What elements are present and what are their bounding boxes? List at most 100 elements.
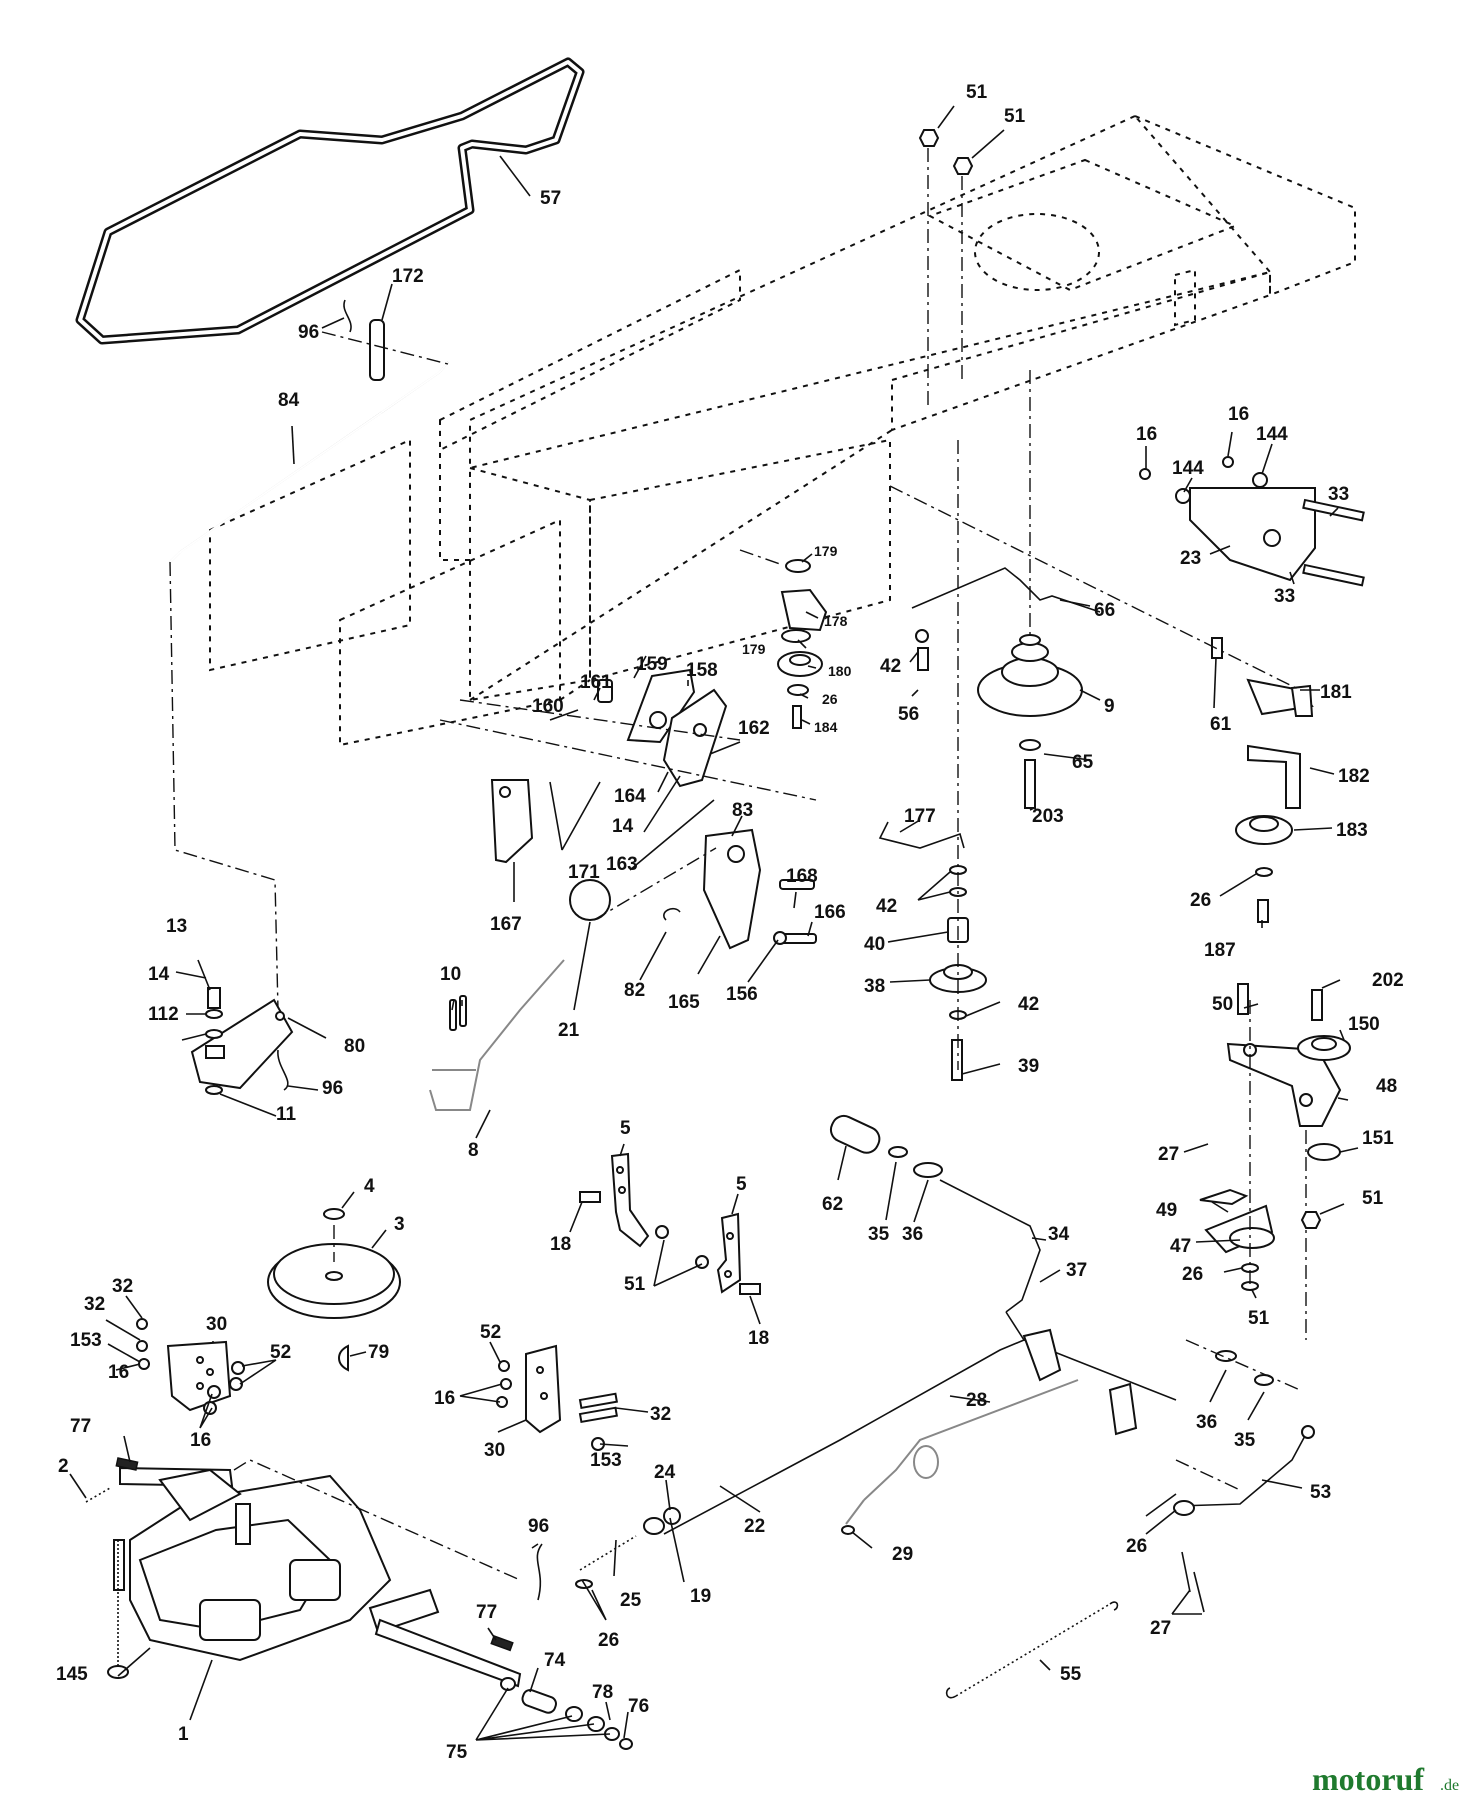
label-112: 112 [148,1004,179,1025]
label-42: 42 [1018,994,1039,1015]
label-38: 38 [864,976,885,997]
label-16: 16 [1228,404,1249,425]
idler-assembly-178 [739,549,828,729]
label-160: 160 [532,696,564,717]
label-62: 62 [822,1194,843,1215]
label-36: 36 [1196,1412,1217,1433]
label-27: 27 [1158,1144,1179,1165]
bracket-set-158 [439,668,817,950]
pulley-3 [267,1208,401,1372]
idler-stack-38 [878,440,987,1081]
label-96: 96 [322,1078,343,1099]
label-184: 184 [814,719,838,735]
label-65: 65 [1072,752,1094,773]
label-156: 156 [726,984,758,1005]
label-203: 203 [1032,806,1064,827]
label-80: 80 [344,1036,365,1057]
leader-lines [69,105,1359,1741]
label-35: 35 [1234,1430,1256,1451]
label-21: 21 [558,1020,580,1041]
label-182: 182 [1338,766,1370,787]
label-14: 14 [148,964,170,985]
watermark-suffix: .de [1440,1777,1459,1794]
label-181: 181 [1320,682,1352,703]
label-18: 18 [550,1234,571,1255]
label-26: 26 [822,691,838,707]
label-83: 83 [732,800,753,821]
label-25: 25 [620,1590,642,1611]
label-33: 33 [1274,586,1295,607]
pedal-shaft-34 [829,1114,1301,1436]
label-37: 37 [1066,1260,1087,1281]
label-178: 178 [824,613,848,629]
label-57: 57 [540,188,561,209]
label-159: 159 [636,654,668,675]
label-42: 42 [880,656,901,677]
label-9: 9 [1104,696,1115,717]
label-30: 30 [484,1440,505,1461]
label-1: 1 [178,1724,189,1745]
label-52: 52 [270,1342,291,1363]
label-162: 162 [738,718,770,739]
label-74: 74 [544,1650,566,1671]
bracket-23 [1139,456,1365,587]
watermark-logo: motoruf .de [1312,1761,1459,1797]
label-48: 48 [1376,1076,1397,1097]
pivot-bracket-48 [1199,983,1351,1340]
label-84: 84 [278,390,300,411]
label-4: 4 [364,1176,375,1197]
label-10: 10 [440,964,461,985]
watermark-brand: motoruf [1312,1761,1424,1797]
label-151: 151 [1362,1128,1394,1149]
label-13: 13 [166,916,187,937]
label-51: 51 [1248,1308,1270,1329]
label-153: 153 [590,1450,622,1471]
label-16: 16 [434,1388,455,1409]
right-idler-181 [889,485,1314,923]
label-52: 52 [480,1322,501,1343]
label-66: 66 [1094,600,1115,621]
bracket-30-right [496,1344,619,1451]
label-153: 153 [70,1330,102,1351]
label-16: 16 [190,1430,211,1451]
label-39: 39 [1018,1056,1039,1077]
label-51: 51 [1004,106,1026,127]
label-14: 14 [612,816,634,837]
chassis-frame [209,115,1356,747]
label-19: 19 [690,1586,711,1607]
main-pulley-9 [911,370,1101,809]
label-77: 77 [70,1416,91,1437]
label-161: 161 [580,672,612,693]
label-150: 150 [1348,1014,1380,1035]
label-36: 36 [902,1224,923,1245]
misc-fasteners [536,129,1322,1613]
label-47: 47 [1170,1236,1191,1257]
label-172: 172 [392,266,424,287]
bracket-5 [579,1152,761,1295]
label-79: 79 [368,1342,389,1363]
label-82: 82 [624,980,645,1001]
label-23: 23 [1180,548,1201,569]
label-49: 49 [1156,1200,1177,1221]
label-18: 18 [748,1328,769,1349]
label-16: 16 [1136,424,1157,445]
label-144: 144 [1172,458,1204,479]
label-167: 167 [490,914,522,935]
label-51: 51 [1362,1188,1384,1209]
label-55: 55 [1060,1664,1082,1685]
label-24: 24 [654,1462,676,1483]
label-77: 77 [476,1602,497,1623]
label-33: 33 [1328,484,1349,505]
label-34: 34 [1048,1224,1070,1245]
label-166: 166 [814,902,846,923]
label-27: 27 [1150,1618,1171,1639]
label-42: 42 [876,896,897,917]
spring-25 [575,1507,681,1589]
label-26: 26 [1182,1264,1203,1285]
label-5: 5 [736,1174,747,1195]
label-168: 168 [786,866,818,887]
label-22: 22 [744,1516,765,1537]
label-26: 26 [1190,890,1211,911]
shift-rod-84 [169,299,449,1011]
